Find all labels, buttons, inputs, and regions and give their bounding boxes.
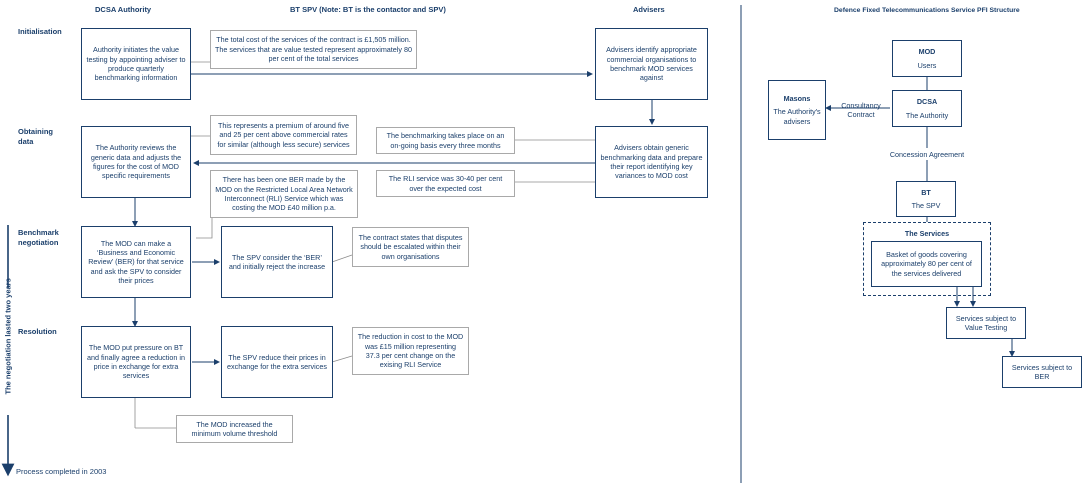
box-spv-reject: The SPV consider the ‘BER’ and initially… <box>221 226 333 298</box>
structure-masons-title: Masons <box>783 93 811 103</box>
column-header-spv: BT SPV (Note: BT is the contactor and SP… <box>290 5 446 14</box>
structure-mod-title: MOD <box>918 47 936 57</box>
structure-value-testing: Services subject to Value Testing <box>946 307 1026 339</box>
structure-services-title: The Services <box>904 229 950 238</box>
note-benchmark-frequency: The benchmarking takes place on an on-go… <box>376 127 515 154</box>
structure-services-group <box>863 222 991 296</box>
note-reduction: The reduction in cost to the MOD was £15… <box>352 327 469 375</box>
note-disputes: The contract states that disputes should… <box>352 227 469 267</box>
structure-consultancy-label: Consultancy Contract <box>841 101 881 120</box>
timeline-completed-label: Process completed in 2003 <box>16 467 107 476</box>
box-advisers-identify: Advisers identify appropriate commercial… <box>595 28 708 100</box>
stage-benchmark-negotiation: Benchmark negotiation <box>18 228 59 247</box>
structure-bt: BT The SPV <box>896 181 956 217</box>
note-one-ber: There has been one BER made by the MOD o… <box>210 170 358 218</box>
note-rli-cost: The RLI service was 30-40 per cent over … <box>376 170 515 197</box>
note-min-volume: The MOD increased the minimum volume thr… <box>176 415 293 443</box>
box-mod-ber: The MOD can make a ‘Business and Economi… <box>81 226 191 298</box>
structure-dcsa-title: DCSA <box>916 97 938 107</box>
box-advisers-obtain: Advisers obtain generic benchmarking dat… <box>595 126 708 198</box>
column-header-authority: DCSA Authority <box>95 5 152 14</box>
structure-masons-sub: The Authority's advisers <box>773 107 821 126</box>
structure-mod-sub: Users <box>917 60 937 70</box>
structure-bt-title: BT <box>921 187 931 197</box>
stage-initialisation: Initialisation <box>18 27 62 36</box>
box-mod-pressure: The MOD put pressure on BT and finally a… <box>81 326 191 398</box>
structure-dcsa-sub: The Authority <box>905 110 949 120</box>
stage-resolution: Resolution <box>18 327 57 336</box>
structure-subject-ber: Services subject to BER <box>1002 356 1082 388</box>
stage-obtaining-data: Obtaining data <box>18 127 53 146</box>
box-authority-initiates: Authority initiates the value testing by… <box>81 28 191 100</box>
structure-bt-sub: The SPV <box>911 201 941 210</box>
note-premium: This represents a premium of around five… <box>210 115 357 155</box>
structure-masons: Masons The Authority's advisers <box>768 80 826 140</box>
structure-dcsa: DCSA The Authority <box>892 90 962 127</box>
structure-basket: Basket of goods covering approximately 8… <box>871 241 982 287</box>
box-spv-reduce: The SPV reduce their prices in exchange … <box>221 326 333 398</box>
structure-title: Defence Fixed Telecommunications Service… <box>834 7 1020 14</box>
structure-concession-label: Concession Agreement <box>889 150 965 159</box>
box-authority-reviews: The Authority reviews the generic data a… <box>81 126 191 198</box>
column-header-advisers: Advisers <box>633 5 665 14</box>
structure-mod: MOD Users <box>892 40 962 77</box>
note-total-cost: The total cost of the services of the co… <box>210 30 417 69</box>
